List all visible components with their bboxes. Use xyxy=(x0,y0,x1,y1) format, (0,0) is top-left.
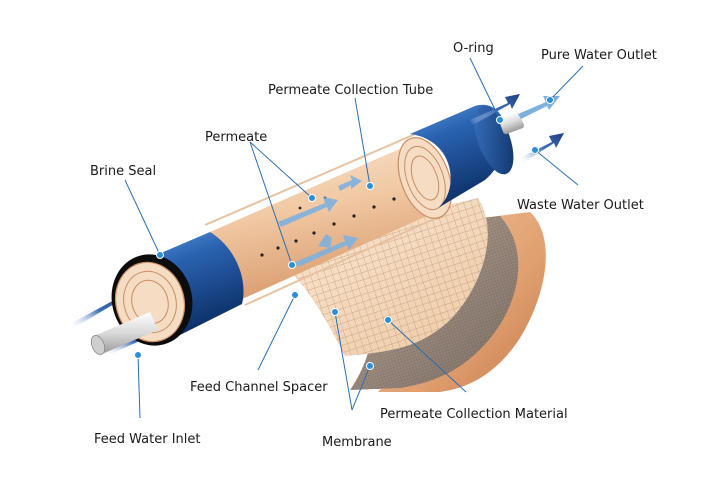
label-brine-seal: Brine Seal xyxy=(90,164,157,179)
label-permeate: Permeate xyxy=(205,130,268,145)
label-feed-channel-spacer: Feed Channel Spacer xyxy=(190,380,328,395)
label-membrane: Membrane xyxy=(322,435,392,450)
permeate-flow-arrows xyxy=(278,175,362,267)
label-pure-water-outlet: Pure Water Outlet xyxy=(541,48,657,63)
label-permeate-collection-material: Permeate Collection Material xyxy=(380,407,568,422)
right-housing xyxy=(410,104,524,208)
callout-dots xyxy=(134,96,554,370)
tube-perforations xyxy=(260,196,396,257)
callout-lines xyxy=(124,57,584,419)
label-feed-water-inlet: Feed Water Inlet xyxy=(94,432,201,447)
label-permeate-collection-tube: Permeate Collection Tube xyxy=(268,83,434,98)
membrane-cylinder xyxy=(204,131,453,306)
left-housing xyxy=(90,232,244,355)
core-rolled-ends xyxy=(397,137,453,219)
label-o-ring: O-ring xyxy=(453,41,494,56)
label-waste-water-outlet: Waste Water Outlet xyxy=(517,198,644,213)
